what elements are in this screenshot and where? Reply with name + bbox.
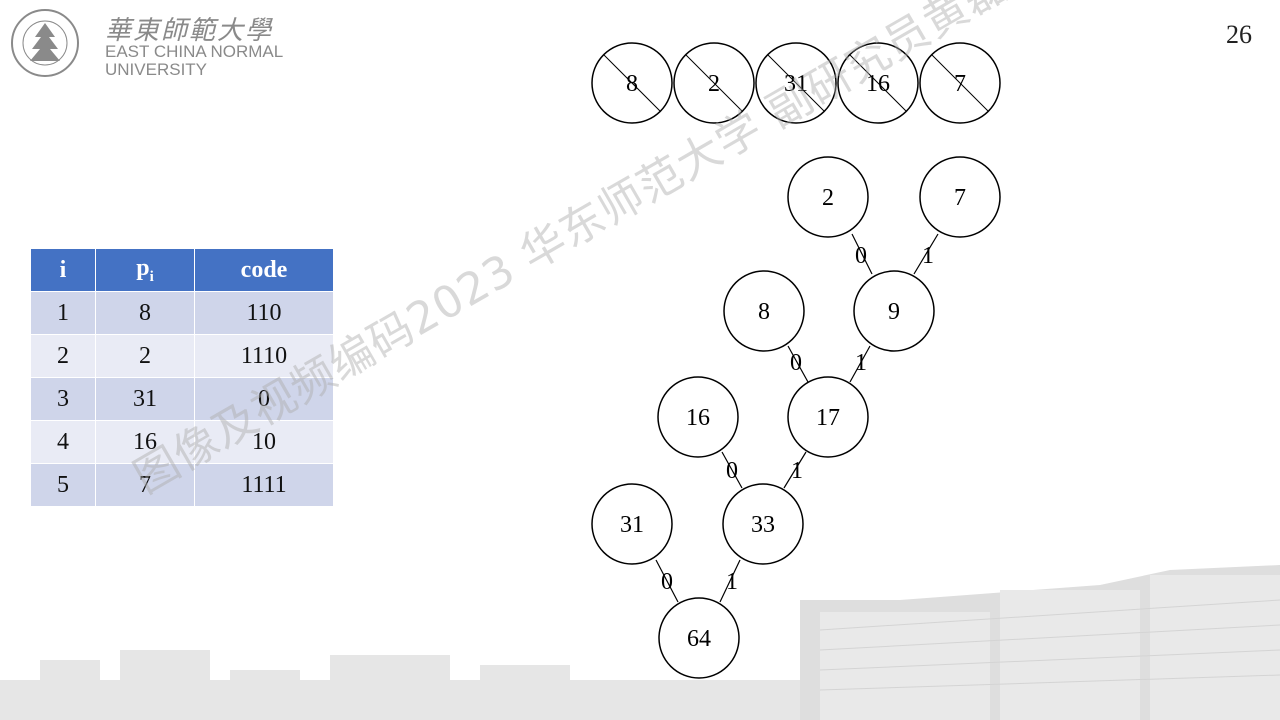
edge-2-9 xyxy=(851,233,873,275)
table-row: 3 31 0 xyxy=(30,377,334,421)
tree-node-label: 9 xyxy=(888,299,900,325)
cell-p: 2 xyxy=(95,334,195,378)
edge-9-17 xyxy=(849,345,871,383)
edge-31-64 xyxy=(655,559,679,603)
university-logo: 華東師範大學 EAST CHINA NORMAL UNIVERSITY xyxy=(8,6,298,80)
header-p-text: p xyxy=(136,254,150,281)
table-row: 2 2 1110 xyxy=(30,334,334,378)
tree-node: 64 xyxy=(658,597,740,679)
cell-p: 8 xyxy=(95,291,195,335)
top-row-node-label: 2 xyxy=(708,71,720,97)
cell-p: 31 xyxy=(95,377,195,421)
header-p-subscript: i xyxy=(149,268,154,285)
table-row: 1 8 110 xyxy=(30,291,334,335)
header-p: pi xyxy=(95,248,195,292)
edge-33-64 xyxy=(719,559,741,603)
table-header-row: i pi code xyxy=(30,248,334,292)
cell-i: 1 xyxy=(30,291,96,335)
cell-code: 110 xyxy=(194,291,334,335)
top-row-node: 31 xyxy=(755,42,837,124)
cell-code: 10 xyxy=(194,420,334,464)
cell-i: 4 xyxy=(30,420,96,464)
university-seal-icon xyxy=(11,9,79,77)
cell-i: 5 xyxy=(30,463,96,507)
tree-node-label: 8 xyxy=(758,299,770,325)
page-number: 26 xyxy=(1226,20,1252,49)
tree-node-label: 64 xyxy=(687,626,711,652)
header-code: code xyxy=(194,248,334,292)
edge-label: 0 xyxy=(726,458,738,484)
tree-node-label: 17 xyxy=(816,405,840,431)
top-row-node: 16 xyxy=(837,42,919,124)
cell-code: 0 xyxy=(194,377,334,421)
tree-node: 8 xyxy=(723,270,805,352)
edge-label: 0 xyxy=(661,569,673,595)
tree-node-label: 31 xyxy=(620,512,644,538)
tree-node: 2 xyxy=(787,156,869,238)
tree-node-label: 7 xyxy=(954,185,966,211)
table-row: 5 7 1111 xyxy=(30,463,334,507)
edge-label: 1 xyxy=(922,243,934,269)
edge-17-33 xyxy=(783,451,807,489)
tree-node: 17 xyxy=(787,376,869,458)
top-row-node-label: 31 xyxy=(784,71,808,97)
edge-7-9 xyxy=(913,233,939,275)
edge-label: 1 xyxy=(791,458,803,484)
cell-p: 7 xyxy=(95,463,195,507)
tree-edges xyxy=(655,233,939,603)
top-row-node: 2 xyxy=(673,42,755,124)
table-row: 4 16 10 xyxy=(30,420,334,464)
top-row-node: 7 xyxy=(919,42,1001,124)
tree-node: 31 xyxy=(591,483,673,565)
huffman-code-table: i pi code 1 8 110 2 2 1110 3 31 0 4 16 1… xyxy=(30,248,334,507)
header-i: i xyxy=(30,248,96,292)
university-name-en-line2: UNIVERSITY xyxy=(105,60,208,79)
edge-label: 1 xyxy=(855,350,867,376)
edge-16-33 xyxy=(721,451,743,489)
tree-node-label: 2 xyxy=(822,185,834,211)
tree-node: 16 xyxy=(657,376,739,458)
top-row-node-label: 16 xyxy=(866,71,890,97)
university-name-cn: 華東師範大學 xyxy=(105,16,274,46)
tree-node-label: 16 xyxy=(686,405,710,431)
edge-label: 0 xyxy=(855,243,867,269)
edge-8-17 xyxy=(787,345,809,383)
tree-node: 9 xyxy=(853,270,935,352)
university-name-en: EAST CHINA NORMAL UNIVERSITY xyxy=(105,43,283,79)
tree-node-label: 33 xyxy=(751,512,775,538)
university-name-en-line1: EAST CHINA NORMAL xyxy=(105,42,284,61)
top-row-node-label: 7 xyxy=(954,71,966,97)
cell-p: 16 xyxy=(95,420,195,464)
tree-node: 7 xyxy=(919,156,1001,238)
top-row-node-label: 8 xyxy=(626,71,638,97)
tree-node: 33 xyxy=(722,483,804,565)
edge-label: 0 xyxy=(790,350,802,376)
edge-label: 1 xyxy=(726,569,738,595)
cell-code: 1111 xyxy=(194,463,334,507)
top-row-node: 8 xyxy=(591,42,673,124)
